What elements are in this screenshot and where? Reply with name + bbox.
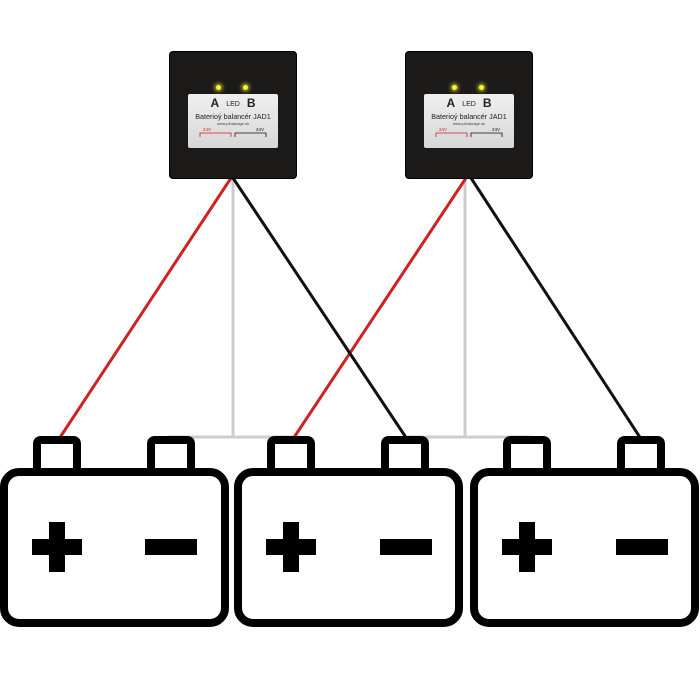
polarity-lines — [199, 132, 267, 137]
battery-3-positive-terminal — [503, 436, 551, 468]
positive-wires — [55, 177, 468, 443]
polarity-lines — [435, 132, 503, 137]
module-1-positive-wire — [55, 177, 233, 443]
negative-wires — [231, 177, 645, 443]
battery-3-minus-sign — [616, 539, 668, 555]
battery-3-negative-terminal — [617, 436, 665, 468]
led-legend: A LED B — [188, 96, 278, 112]
battery-2-body — [234, 468, 463, 627]
module-label: A LED B Baterioý balancér JAD1 www.pihakra… — [188, 94, 278, 148]
module-website: www.pihakrage.sk — [452, 121, 486, 126]
led-center-label: LED — [226, 101, 240, 108]
module-1-negative-wire — [231, 177, 411, 443]
battery-2-plus-sign — [266, 522, 316, 572]
led-b-indicator — [479, 85, 484, 90]
led-b-label: B — [246, 96, 256, 110]
module-label: A LED B Baterioý balancér JAD1 www.pihakra… — [424, 94, 514, 148]
voltage-left: 24V — [203, 127, 212, 132]
module-title: Baterioý balancér JAD1 — [195, 112, 271, 121]
led-a-indicator — [216, 85, 221, 90]
balancer-module-1: A LED B Baterioý balancér JAD1 www.pihakra… — [170, 52, 296, 178]
led-a-label: A — [446, 96, 456, 110]
led-center-label: LED — [462, 101, 476, 108]
voltage-right: 24V — [491, 127, 500, 132]
led-a-label: A — [210, 96, 220, 110]
balancer-module-2: A LED B Baterioý balancér JAD1 www.pihakra… — [406, 52, 532, 178]
battery-2 — [234, 436, 463, 627]
battery-1-minus-sign — [145, 539, 197, 555]
battery-1-negative-terminal — [147, 436, 195, 468]
battery-3 — [470, 436, 699, 627]
led-a-indicator — [452, 85, 457, 90]
voltage-left: 24V — [439, 127, 448, 132]
module-2-negative-wire — [469, 177, 645, 443]
battery-3-plus-sign — [502, 522, 552, 572]
voltage-right: 24V — [255, 127, 264, 132]
battery-1-plus-sign — [32, 522, 82, 572]
battery-2-negative-terminal — [381, 436, 429, 468]
module-title: Baterioý balancér JAD1 — [431, 112, 507, 121]
module-2-positive-wire — [289, 177, 468, 443]
battery-2-positive-terminal — [267, 436, 315, 468]
led-b-label: B — [482, 96, 492, 110]
battery-1 — [0, 436, 229, 627]
battery-3-body — [470, 468, 699, 627]
module-website: www.pihakrage.sk — [216, 121, 250, 126]
battery-1-body — [0, 468, 229, 627]
battery-2-minus-sign — [380, 539, 432, 555]
led-b-indicator — [243, 85, 248, 90]
led-legend: A LED B — [424, 96, 514, 112]
center-wires — [168, 178, 532, 446]
battery-1-positive-terminal — [33, 436, 81, 468]
